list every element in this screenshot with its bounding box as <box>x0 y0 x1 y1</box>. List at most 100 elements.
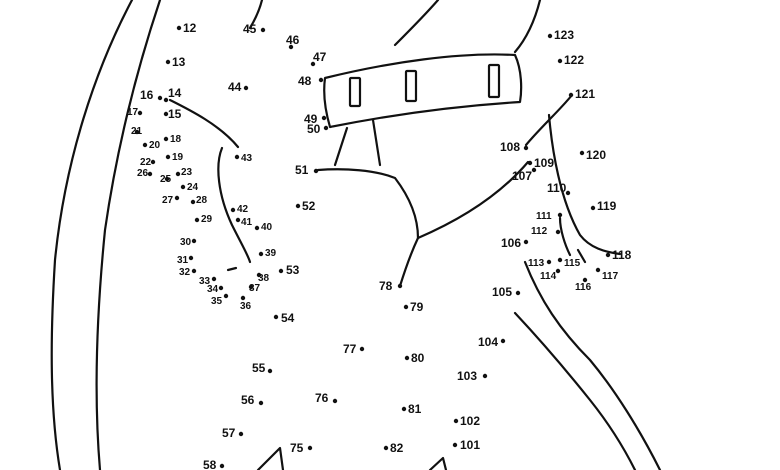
dot-label-25: 25 <box>160 174 172 185</box>
dot-label-24: 24 <box>187 182 199 193</box>
dot-label-106: 106 <box>501 236 521 250</box>
dot-label-80: 80 <box>411 351 425 365</box>
dot-103 <box>482 373 488 379</box>
dot-56 <box>258 400 264 406</box>
dot-label-52: 52 <box>302 199 316 213</box>
dot-26 <box>147 171 153 177</box>
dot-label-16: 16 <box>140 88 154 102</box>
dot-53 <box>278 268 284 274</box>
dot-label-34: 34 <box>207 284 219 295</box>
dot-label-27: 27 <box>162 195 174 206</box>
dot-label-110: 110 <box>547 181 567 195</box>
dot-37 <box>248 284 254 290</box>
dot-112 <box>555 229 561 235</box>
dot-label-55: 55 <box>252 361 266 375</box>
dot-23 <box>175 171 181 177</box>
dot-54 <box>273 314 279 320</box>
dot-label-49: 49 <box>304 112 318 126</box>
left-paw-line <box>226 266 238 272</box>
dot-47 <box>310 61 316 67</box>
dot-12 <box>176 25 182 31</box>
dot-label-123: 123 <box>554 28 574 42</box>
dot-label-29: 29 <box>201 214 213 225</box>
dot-113 <box>546 259 552 265</box>
dot-15 <box>163 111 169 117</box>
dot-38 <box>256 272 262 278</box>
dot-57 <box>238 431 244 437</box>
dot-45 <box>260 27 266 33</box>
arm-right-outer <box>547 113 622 256</box>
chest-left-line <box>333 126 349 167</box>
dot-24 <box>180 184 186 190</box>
right-leg-2 <box>513 311 637 470</box>
dot-20 <box>142 142 148 148</box>
dot-label-39: 39 <box>265 248 277 259</box>
dot-108 <box>523 145 529 151</box>
chest-right-curve <box>416 160 530 240</box>
dot-label-111: 111 <box>536 211 552 222</box>
dot-116 <box>582 277 588 283</box>
dot-58 <box>219 463 225 469</box>
right-paw-lines <box>558 216 587 264</box>
dot-label-37: 37 <box>249 283 261 294</box>
dot-label-41: 41 <box>241 217 253 228</box>
dot-22 <box>150 159 156 165</box>
dot-14 <box>163 97 169 103</box>
dot-label-30: 30 <box>180 237 192 248</box>
dot-label-82: 82 <box>390 441 404 455</box>
dot-104 <box>500 338 506 344</box>
dot-label-21: 21 <box>131 126 143 137</box>
dot-55 <box>267 368 273 374</box>
dot-label-78: 78 <box>379 279 393 293</box>
dot-39 <box>258 251 264 257</box>
dot-label-28: 28 <box>196 195 208 206</box>
dot-114 <box>555 268 561 274</box>
dot-label-31: 31 <box>177 255 189 266</box>
dot-label-50: 50 <box>307 122 321 136</box>
dot-17 <box>137 110 143 116</box>
dot-label-118: 118 <box>612 248 632 262</box>
dot-label-119: 119 <box>597 199 617 213</box>
dot-label-46: 46 <box>286 33 300 47</box>
dot-label-77: 77 <box>343 342 357 356</box>
dot-label-32: 32 <box>179 267 191 278</box>
dot-49 <box>321 115 327 121</box>
dot-105 <box>515 290 521 296</box>
dot-label-40: 40 <box>261 222 273 233</box>
dot-label-15: 15 <box>168 107 182 121</box>
dot-120 <box>579 150 585 156</box>
dot-29 <box>194 217 200 223</box>
dot-48 <box>318 77 324 83</box>
dot-label-102: 102 <box>460 414 480 428</box>
dot-label-101: 101 <box>460 438 480 452</box>
dot-34 <box>218 285 224 291</box>
dot-label-122: 122 <box>564 53 584 67</box>
outline-strokes <box>50 0 662 470</box>
dot-label-79: 79 <box>410 300 424 314</box>
dot-label-109: 109 <box>534 156 554 170</box>
dot-label-45: 45 <box>243 22 257 36</box>
dot-label-20: 20 <box>149 140 161 151</box>
dot-123 <box>547 33 553 39</box>
dot-label-103: 103 <box>457 369 477 383</box>
dot-label-17: 17 <box>127 107 139 118</box>
dot-label-56: 56 <box>241 393 255 407</box>
dot-78 <box>397 283 403 289</box>
dot-label-115: 115 <box>564 258 581 269</box>
dot-107 <box>531 167 537 173</box>
dot-label-112: 112 <box>531 226 548 237</box>
dot-label-114: 114 <box>540 271 557 282</box>
dot-label-75: 75 <box>290 441 304 455</box>
dot-label-113: 113 <box>528 258 545 269</box>
dot-41 <box>235 217 241 223</box>
dot-label-44: 44 <box>228 80 242 94</box>
chest-right-line <box>371 118 382 167</box>
dot-110 <box>565 190 571 196</box>
dot-label-12: 12 <box>183 21 197 35</box>
head-curve-left <box>248 0 264 30</box>
dot-32 <box>191 268 197 274</box>
collar-slot-1 <box>348 76 362 108</box>
dot-42 <box>230 207 236 213</box>
